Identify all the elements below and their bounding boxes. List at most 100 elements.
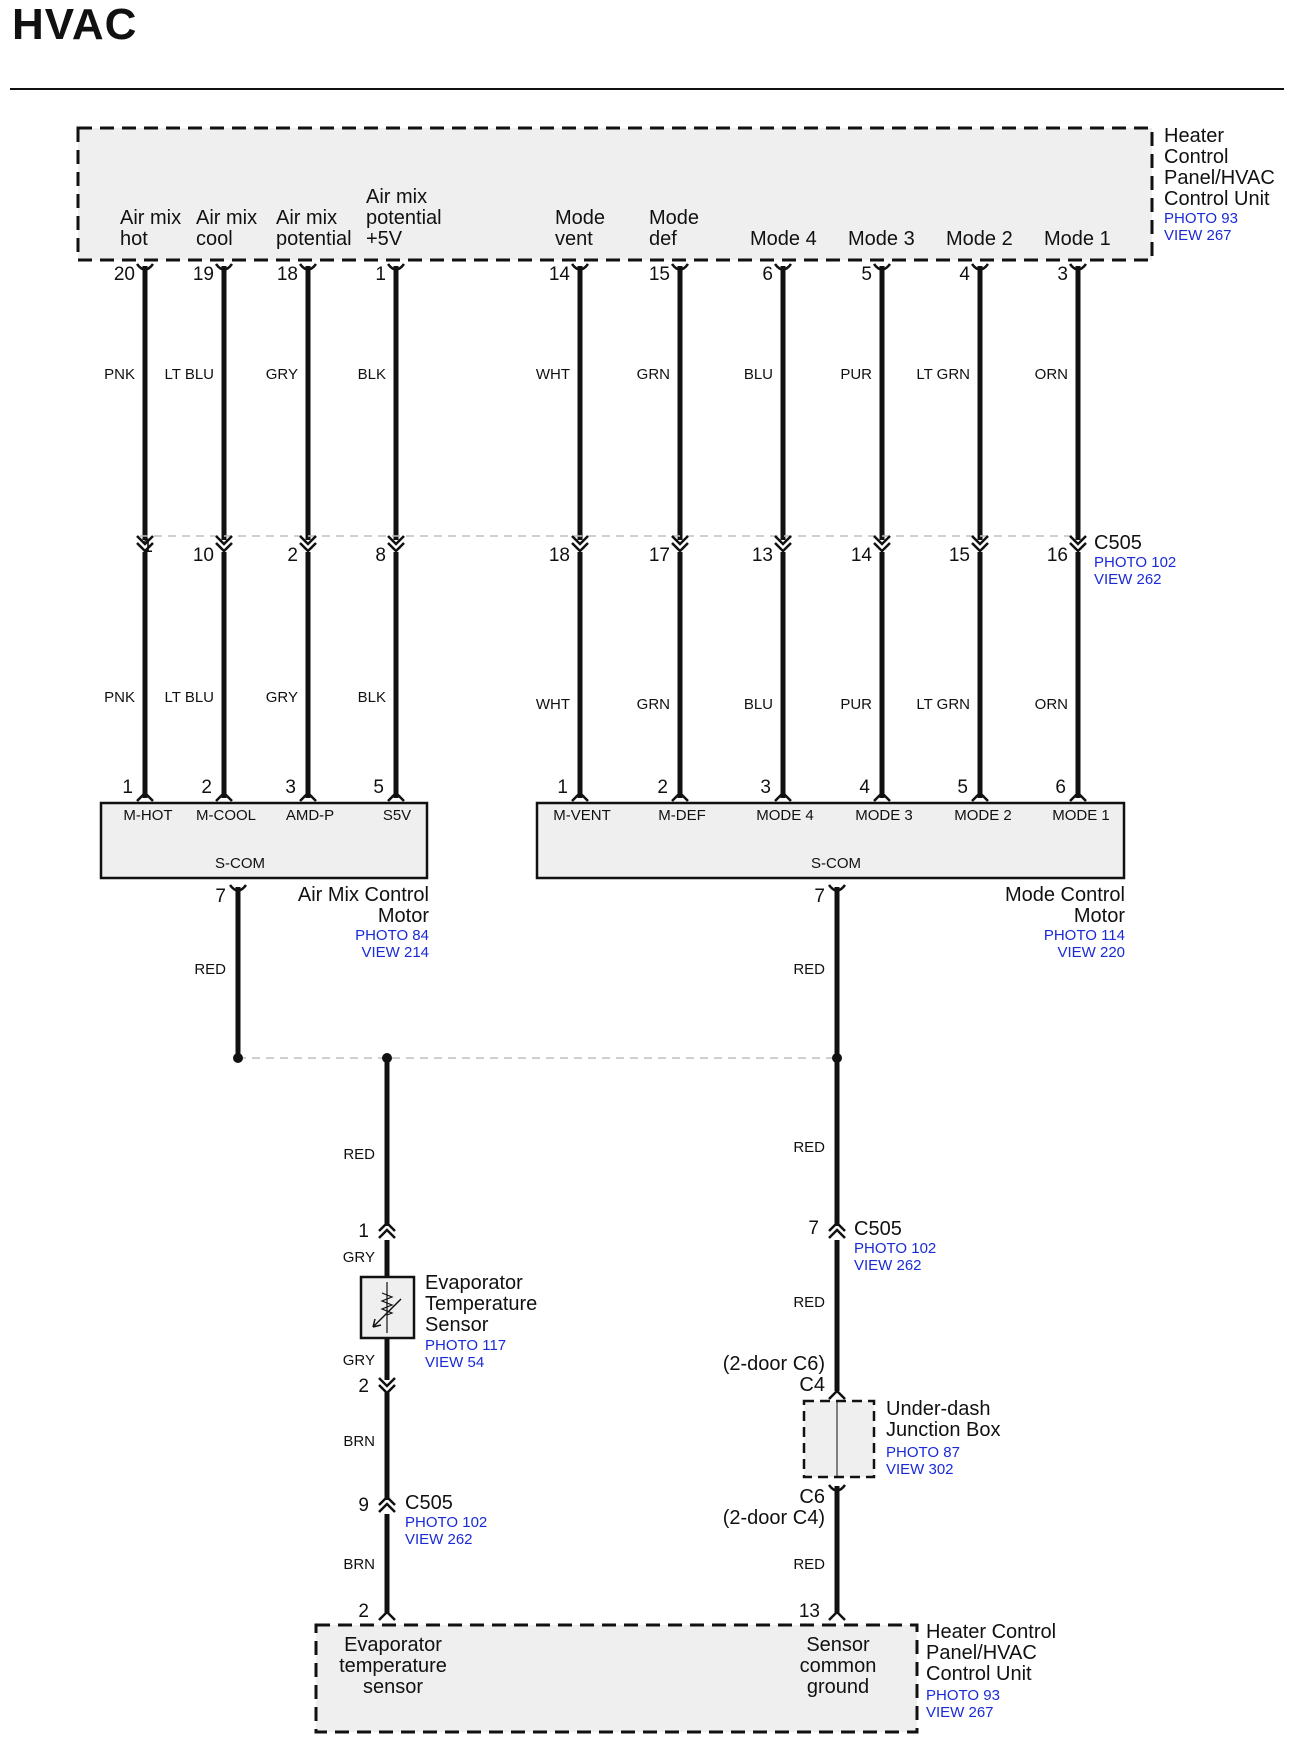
top-unit-pin: 6 (762, 264, 773, 285)
mode-motor-pin: 3 (760, 777, 771, 798)
mode-motor-pin: 5 (957, 777, 968, 798)
top-unit-pin: 14 (548, 264, 570, 285)
air-mix-motor-pin-arrow (215, 791, 233, 802)
air-mix-motor-view-ref: VIEW 214 (361, 944, 429, 961)
c505-wire-color: BLK (357, 689, 386, 706)
mode-motor-pin: 4 (859, 777, 870, 798)
top-unit-terminal-label: Mode 1 (1044, 228, 1111, 250)
top-unit-pin: 3 (1057, 264, 1068, 285)
c505-pin: 8 (375, 545, 386, 566)
air-mix-motor-pin-arrow (387, 791, 405, 802)
mode-motor-common: S-COM (811, 855, 861, 872)
c505-wire-color: BLU (743, 696, 773, 713)
evap-sensor-resistor (380, 1292, 394, 1316)
top-unit-pin: 5 (861, 264, 872, 285)
mode-motor-terminal: MODE 3 (855, 807, 913, 824)
bottom-unit-left-terminal: Evaporator temperature sensor (339, 1634, 447, 1698)
bottom-unit-box (314, 1623, 919, 1734)
top-unit-photo-ref: PHOTO 93 (1164, 210, 1238, 227)
c505-wire-color: LT GRN (916, 696, 970, 713)
junction-box-name: Under-dash Junction Box (886, 1398, 1001, 1441)
c505-pin: 18 (548, 545, 570, 566)
bottom-unit-right-terminal: Sensor common ground (799, 1634, 877, 1698)
c505-connector (873, 535, 891, 553)
mode-motor-terminal: M-VENT (553, 807, 611, 824)
air-mix-scom-pin: 7 (215, 886, 226, 907)
evap-sensor-view-ref: VIEW 54 (425, 1354, 485, 1371)
air-mix-motor-terminal: M-HOT (123, 807, 173, 824)
top-unit-terminal-label: Mode 3 (848, 228, 915, 250)
mode-motor-photo-ref: PHOTO 114 (1043, 927, 1125, 944)
left-branch-c505-name: C505 (405, 1492, 453, 1514)
right-branch-c505-view-ref: VIEW 262 (854, 1257, 922, 1274)
top-unit-wire-color: PNK (104, 366, 135, 383)
left-branch-wire-color-red: RED (343, 1146, 375, 1163)
air-mix-motor-terminal: AMD-P (285, 807, 335, 824)
right-branch-c505-connector (828, 1221, 846, 1239)
junction-box (802, 1399, 876, 1479)
mode-motor-terminal: MODE 1 (1052, 807, 1110, 824)
left-branch-unit-arrow (378, 1610, 396, 1621)
top-unit-terminal-label: Mode 4 (750, 228, 817, 250)
c505-wire-color: LT BLU (164, 689, 214, 706)
air-mix-motor-photo-ref: PHOTO 84 (355, 927, 429, 944)
mode-motor-pin-arrow (671, 791, 689, 802)
top-unit-pin: 15 (648, 264, 670, 285)
air-mix-motor-pin: 3 (285, 777, 296, 798)
top-unit-terminal-label: Mode vent (555, 207, 606, 250)
left-branch-wire-color-brn-2: BRN (343, 1556, 375, 1573)
top-unit-terminal-label: Air mix potential (276, 207, 352, 250)
air-mix-motor-pin-arrow (136, 791, 154, 802)
top-unit-wire-color: BLK (357, 366, 386, 383)
left-branch-c505-photo-ref: PHOTO 102 (405, 1514, 488, 1531)
air-mix-motor-terminal: S5V (382, 807, 412, 824)
left-branch-pin-2-connector (378, 1377, 396, 1395)
c505-connector (387, 535, 405, 553)
top-unit-wire-color: PUR (840, 366, 872, 383)
mode-motor-view-ref: VIEW 220 (1057, 944, 1125, 961)
mode-motor-pin-arrow (774, 791, 792, 802)
top-unit-wire-color: LT BLU (164, 366, 214, 383)
left-branch-unit-pin: 2 (358, 1601, 369, 1622)
top-unit-terminal-label: Mode 2 (946, 228, 1013, 250)
left-branch-c505-pin: 9 (358, 1495, 369, 1516)
c505-wire-color: WHT (535, 696, 570, 713)
junction-box-photo-ref: PHOTO 87 (886, 1444, 960, 1461)
air-mix-motor-name: Air Mix Control Motor (297, 884, 429, 927)
air-mix-motor-pin: 1 (122, 777, 133, 798)
junction-box-top-connector: (2-door C6) C4 (722, 1353, 825, 1396)
left-branch-pin-1-connector (378, 1221, 396, 1239)
c505-pin: 17 (648, 545, 670, 566)
splice-dot (233, 1053, 243, 1063)
mode-motor-terminal: MODE 2 (954, 807, 1012, 824)
air-mix-motor-pin: 5 (373, 777, 384, 798)
top-unit-terminal-label: Mode def (649, 207, 700, 250)
top-unit-box (76, 126, 1154, 262)
c505-pin: 13 (751, 545, 773, 566)
mode-motor-terminal: M-DEF (658, 807, 706, 824)
bottom-unit-photo-ref: PHOTO 93 (926, 1687, 1000, 1704)
mode-motor-pin-arrow (571, 791, 589, 802)
c505-wire-color: PNK (104, 689, 135, 706)
top-unit-wire-color: BLU (743, 366, 773, 383)
junction-box-top-arrow (828, 1389, 846, 1400)
c505-pin: 1 (142, 536, 153, 557)
right-branch-c505-name: C505 (854, 1218, 902, 1240)
right-branch-unit-arrow (828, 1610, 846, 1621)
top-unit-wire-color: LT GRN (916, 366, 970, 383)
mode-motor-name: Mode Control Motor (1004, 884, 1125, 927)
junction-box-bottom-connector: C6 (2-door C4) (722, 1486, 825, 1529)
mode-motor-pin-arrow (1069, 791, 1087, 802)
top-unit-name: Heater Control Panel/HVAC Control Unit (1164, 125, 1275, 210)
c505-connector (971, 535, 989, 553)
c505-top-photo-ref: PHOTO 102 (1094, 554, 1177, 571)
mode-motor-pin: 1 (557, 777, 568, 798)
top-unit-terminal-label: Air mix potential +5V (366, 186, 442, 250)
left-branch-c505-view-ref: VIEW 262 (405, 1531, 473, 1548)
left-branch-c505-connector (378, 1495, 396, 1513)
evap-sensor-variable-arrow (372, 1298, 402, 1328)
c505-connector (215, 535, 233, 553)
evap-sensor-name: Evaporator Temperature Sensor (425, 1272, 538, 1336)
top-unit-pin: 1 (375, 264, 386, 285)
